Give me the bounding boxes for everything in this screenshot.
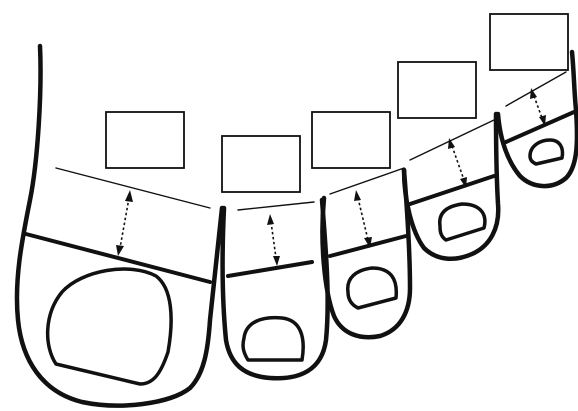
big-toe-band	[24, 232, 212, 284]
big-toe-nail	[45, 267, 173, 386]
label-box-big-toe[interactable]	[105, 111, 185, 169]
second-toe-guide-line	[237, 201, 315, 211]
big-toe-dotted-arrow	[119, 197, 130, 249]
third-toe-arrow-head-top	[354, 190, 361, 201]
second-toe-dotted-arrow	[270, 221, 277, 259]
big-toe-outline	[14, 43, 225, 408]
fourth-toe-nail	[438, 202, 487, 242]
label-box-little-toe[interactable]	[489, 13, 569, 71]
third-toe-nail	[346, 266, 399, 310]
little-toe-dotted-arrow	[533, 95, 543, 119]
third-toe-guide-line	[329, 167, 405, 195]
second-toe	[220, 197, 330, 381]
fourth-toe-band	[408, 174, 496, 206]
third-toe-dotted-arrow	[357, 197, 369, 241]
fourth-toe-arrow-head-top	[448, 138, 455, 149]
third-toe-arrow-head-bottom	[364, 237, 372, 248]
second-toe-nail	[241, 315, 305, 362]
second-toe-band	[226, 260, 314, 278]
fourth-toe	[401, 111, 501, 262]
fourth-toe-dotted-arrow	[451, 145, 465, 181]
label-boxes	[105, 13, 569, 193]
little-toe	[495, 49, 578, 189]
little-toe-band	[504, 110, 576, 144]
label-box-third-toe[interactable]	[311, 111, 391, 169]
third-toe-outline	[320, 167, 413, 340]
little-toe-outline	[495, 49, 578, 189]
big-toe-arrow-head-top	[125, 190, 133, 202]
third-toe	[320, 167, 413, 340]
second-toe-arrow-head-top	[267, 214, 274, 225]
fourth-toe-arrow-head-bottom	[460, 177, 467, 188]
little-toe-guide-line	[505, 71, 567, 107]
big-toe-arrow-head-bottom	[116, 245, 124, 256]
label-box-fourth-toe[interactable]	[397, 61, 477, 119]
third-toe-band	[328, 234, 408, 258]
big-toe	[14, 43, 225, 408]
fourth-toe-guide-line	[409, 119, 495, 161]
label-box-second-toe[interactable]	[221, 135, 301, 193]
little-toe-arrow-head-top	[530, 88, 537, 99]
little-toe-arrow-head-bottom	[539, 115, 546, 126]
big-toe-guide-line	[55, 167, 211, 209]
second-toe-arrow-head-bottom	[273, 256, 280, 266]
little-toe-nail	[528, 138, 565, 166]
fourth-toe-outline	[401, 111, 501, 262]
